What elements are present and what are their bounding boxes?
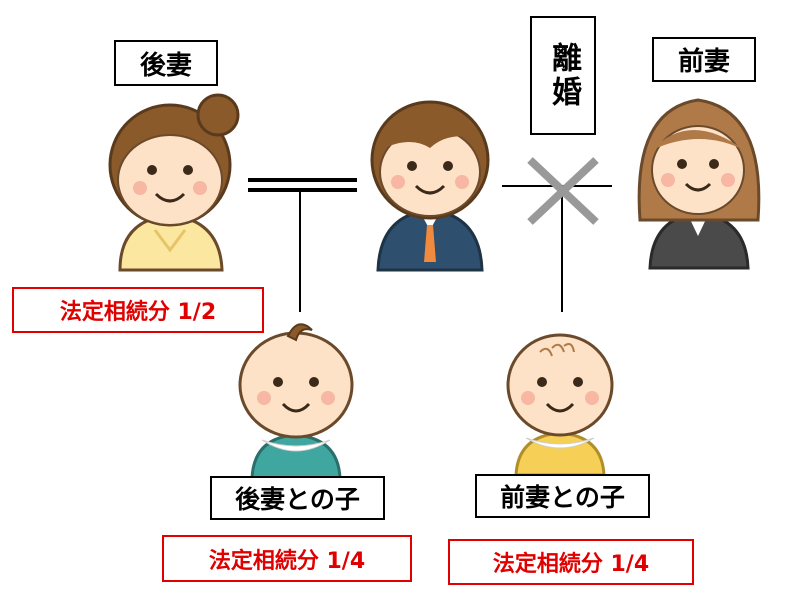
marriage-line-second-wife	[248, 178, 357, 312]
divorce-label-text: 離婚	[546, 41, 581, 110]
ex-wife-figure	[637, 98, 761, 270]
child-ex-wife-figure	[506, 333, 614, 477]
child-second-wife-label: 後妻との子	[210, 476, 385, 520]
second-wife-share: 法定相続分 1/2	[12, 287, 264, 333]
deceased-man-figure	[370, 100, 490, 272]
ex-marriage-line	[502, 185, 612, 312]
child-ex-wife-label: 前妻との子	[475, 474, 650, 518]
ex-wife-label: 前妻	[652, 37, 756, 82]
child-second-wife-figure	[238, 323, 354, 480]
divorce-cross-icon	[527, 157, 599, 225]
second-wife-label: 後妻	[114, 40, 218, 86]
child-ex-wife-share: 法定相続分 1/4	[448, 539, 694, 585]
second-wife-figure	[108, 93, 240, 272]
divorce-label: 離婚	[530, 16, 596, 135]
child-second-wife-share: 法定相続分 1/4	[162, 535, 412, 582]
